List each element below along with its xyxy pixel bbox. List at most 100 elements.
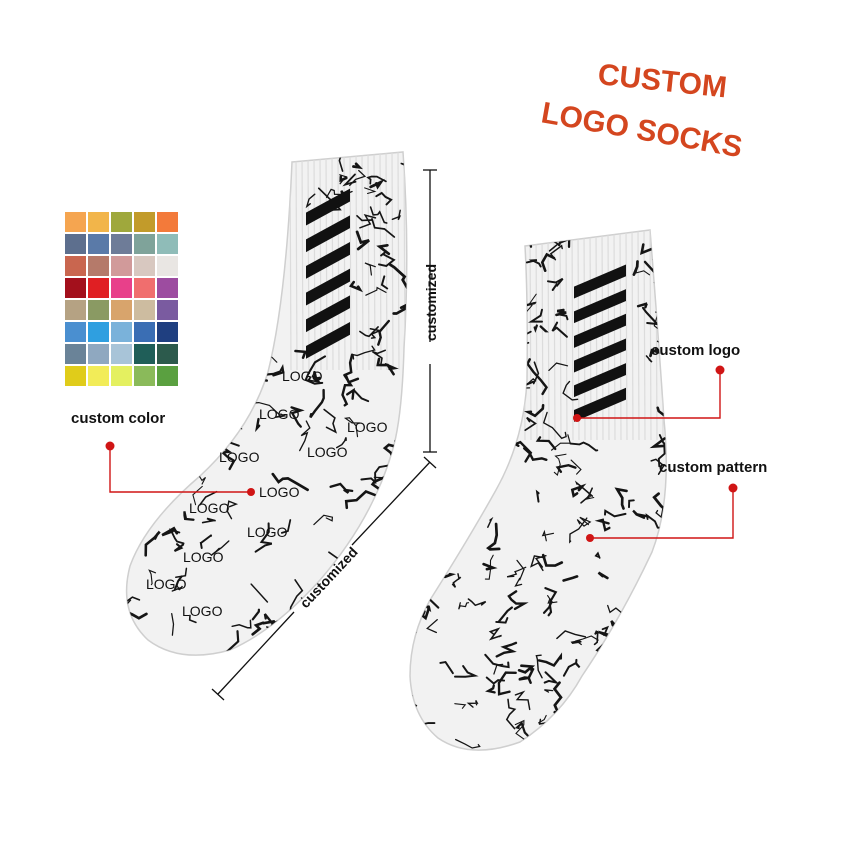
left-stripe-logo [306,188,350,359]
crack-mark [426,618,438,634]
crack-mark [530,555,546,572]
crack-mark [364,262,376,276]
crack-mark [598,625,610,637]
stripe-bar [306,268,350,306]
crack-mark [361,568,374,586]
rib-line [577,230,580,441]
rib-line [619,230,622,441]
crack-mark [505,698,517,730]
crack-mark [323,408,338,434]
crack-mark [369,178,385,190]
crack-mark [216,366,228,374]
height-dimension [423,169,437,453]
crack-mark [576,724,598,734]
crack-mark [386,644,405,656]
stripe-bar [574,313,626,348]
crack-mark [652,250,666,284]
color-swatch [134,234,155,254]
crack-mark [183,511,195,521]
stripe-bar [574,338,626,373]
logo-text: LOGO [347,419,388,435]
crack-mark [669,722,680,742]
custom-logo-label: custom logo [651,342,740,359]
crack-mark [595,640,624,675]
crack-mark [424,544,435,557]
crack-mark [484,653,510,669]
crack-mark [283,152,307,156]
crack-mark [458,602,470,610]
crack-mark [569,441,599,452]
crack-mark [305,193,316,209]
crack-mark [514,559,525,587]
color-swatch [65,322,86,342]
crack-mark [534,554,547,568]
color-swatch [88,300,109,320]
crack-mark [453,665,479,678]
logo-text: LOGO [282,368,323,384]
crack-mark [365,286,387,296]
rib-line [313,152,316,371]
color-swatch [88,212,109,232]
stripe-bar [306,188,350,226]
crack-mark [556,630,587,640]
crack-mark [540,252,556,273]
crack-mark [188,614,197,624]
crack-mark [126,596,141,620]
color-swatch [157,212,178,232]
crack-mark [376,243,391,256]
crack-mark [341,373,354,407]
crack-mark [366,175,387,185]
rib-line [631,230,634,441]
crack-mark [466,700,479,708]
rib-line [355,152,358,371]
crack-mark [346,387,355,400]
crack-mark [485,684,496,694]
crack-mark [344,353,360,384]
rib-line [295,152,298,371]
stripe-bar [306,242,350,279]
crack-mark [535,436,557,451]
crack-mark [514,719,525,740]
custom-pattern-callout: custom pattern [586,459,767,542]
crack-mark [443,434,469,457]
color-swatch [65,366,86,386]
crack-mark [608,650,625,665]
crack-mark [161,429,186,465]
crack-mark [360,464,392,485]
crack-mark [594,551,601,559]
crack-mark [356,214,373,222]
crack-mark [355,641,371,651]
crack-mark [484,554,494,580]
logo-text: LOGO [259,484,300,500]
crack-mark [593,630,608,646]
crack-mark [356,635,367,652]
crack-mark [370,218,396,238]
crack-mark [482,562,498,571]
crack-mark [352,162,363,170]
custom-logo-callout: custom logo [573,342,740,422]
color-swatch [134,278,155,298]
rib-line [565,230,568,441]
crack-mark [148,569,157,586]
rib-line [649,230,652,441]
crack-mark [594,518,611,532]
crack-mark [645,355,653,363]
crack-mark [335,437,347,449]
crack-mark [380,275,389,290]
crack-mark [512,440,533,463]
crack-mark [201,517,216,524]
color-swatch [88,322,109,342]
crack-mark [254,522,273,553]
length-dimension [211,456,437,701]
crack-mark [515,721,529,737]
crack-mark [544,689,554,693]
crack-mark [535,489,540,503]
crack-mark [562,575,579,582]
crack-mark [668,728,701,753]
crack-mark [465,510,480,524]
color-swatch [88,344,109,364]
crack-mark [147,384,172,399]
color-swatch [111,212,132,232]
color-swatch [65,344,86,364]
crack-mark [421,606,431,621]
